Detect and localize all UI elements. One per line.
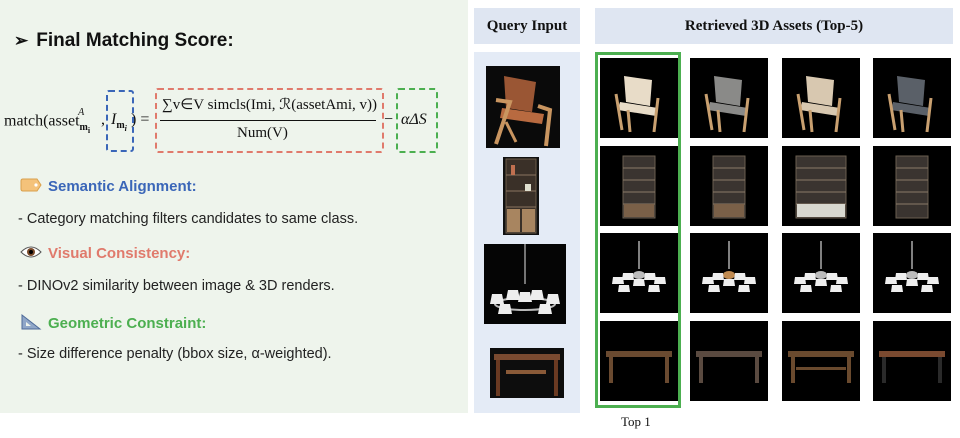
semantic-alignment-title: Semantic Alignment:	[20, 178, 197, 196]
formula-lhs: match(assetmiA	[4, 107, 91, 135]
retrieved-chair-1	[600, 58, 678, 138]
retrieved-chandelier-1	[600, 233, 678, 313]
penalty-term: αΔS	[401, 111, 427, 128]
retrieved-table-3	[782, 321, 860, 401]
geometric-constraint-title: Geometric Constraint:	[20, 313, 206, 335]
retrieved-chandelier-3	[782, 233, 860, 313]
formula-denominator: Num(V)	[237, 125, 288, 141]
set-square-icon	[20, 313, 42, 335]
geometric-constraint-desc: - Size difference penalty (bbox size, α-…	[18, 346, 332, 362]
top1-highlight	[595, 52, 681, 408]
query-image-table	[490, 348, 564, 398]
semantic-term-box	[106, 90, 134, 152]
visual-consistency-title: Visual Consistency:	[20, 245, 190, 263]
eye-icon	[20, 245, 42, 263]
retrieved-chandelier-4	[873, 233, 951, 313]
query-image-chandelier	[484, 244, 566, 324]
retrieved-table-1	[600, 321, 678, 401]
retrieved-chair-3	[782, 58, 860, 138]
query-input-header: Query Input	[474, 8, 580, 44]
arrow-bullet-icon: ➢	[14, 31, 29, 50]
retrieved-chair-4	[873, 58, 951, 138]
geometric-term-box	[396, 88, 438, 153]
score-panel: ➢Final Matching Score: match(assetmiA , …	[0, 0, 468, 413]
retrieved-bookshelf-2	[690, 146, 768, 226]
retrieved-bookshelf-4	[873, 146, 951, 226]
final-score-heading: ➢Final Matching Score:	[14, 30, 234, 51]
matching-formula: match(assetmiA , Imi ) = ∑v∈V simcls(Imi…	[0, 85, 468, 155]
top1-label: Top 1	[621, 414, 651, 429]
query-image-chair	[486, 66, 560, 148]
query-image-bookshelf	[503, 157, 539, 235]
retrieved-table-2	[690, 321, 768, 401]
visual-term-box	[155, 88, 384, 153]
retrieved-bookshelf-1	[600, 146, 678, 226]
fraction-bar	[160, 120, 376, 121]
retrieved-bookshelf-3	[782, 146, 860, 226]
formula-numerator: ∑v∈V simcls(Imi, ℛ(assetAmi, v))	[162, 97, 378, 113]
semantic-alignment-desc: - Category matching filters candidates t…	[18, 211, 359, 227]
tag-icon	[20, 178, 42, 196]
retrieved-table-4	[873, 321, 951, 401]
image-term: Imi	[111, 111, 127, 134]
retrieved-chair-2	[690, 58, 768, 138]
retrieved-assets-header: Retrieved 3D Assets (Top-5)	[595, 8, 953, 44]
retrieved-chandelier-2	[690, 233, 768, 313]
visual-consistency-desc: - DINOv2 similarity between image & 3D r…	[18, 278, 335, 294]
